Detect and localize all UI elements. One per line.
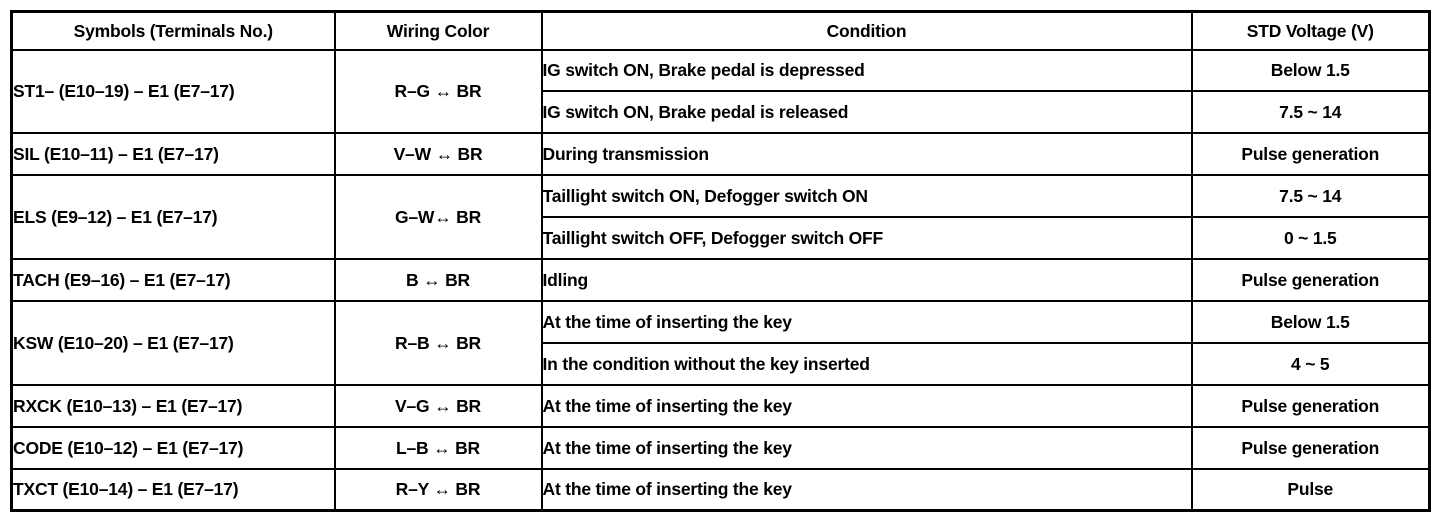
cell-wiring-color: V–W ↔ BR [333, 132, 543, 177]
cell-symbol: KSW (E10–20) – E1 (E7–17) [10, 299, 336, 386]
terminal-voltage-table: Symbols (Terminals No.) Wiring Color Con… [10, 10, 1431, 512]
header-symbols: Symbols (Terminals No.) [10, 10, 336, 51]
cell-symbol: RXCK (E10–13) – E1 (E7–17) [10, 383, 336, 428]
cell-symbol: CODE (E10–12) – E1 (E7–17) [10, 425, 336, 470]
cell-std-voltage: Pulse [1190, 467, 1431, 512]
cell-symbol: TACH (E9–16) – E1 (E7–17) [10, 258, 336, 302]
cell-symbol: ST1– (E10–19) – E1 (E7–17) [10, 48, 336, 135]
header-std-voltage: STD Voltage (V) [1190, 10, 1431, 51]
cell-condition: Taillight switch OFF, Defogger switch OF… [540, 216, 1193, 261]
cell-condition: IG switch ON, Brake pedal is released [540, 90, 1193, 135]
cell-wiring-color: R–B ↔ BR [333, 299, 543, 386]
cell-condition: Taillight switch ON, Defogger switch ON [540, 174, 1193, 219]
cell-condition: At the time of inserting the key [540, 467, 1193, 512]
cell-std-voltage: Below 1.5 [1190, 299, 1431, 344]
cell-wiring-color: R–G ↔ BR [333, 48, 543, 135]
cell-wiring-color: V–G ↔ BR [333, 383, 543, 428]
cell-std-voltage: Pulse generation [1190, 258, 1431, 302]
table-row: Taillight switch OFF, Defogger switch OF… [12, 216, 1431, 261]
cell-condition: At the time of inserting the key [540, 383, 1193, 428]
cell-std-voltage: 7.5 ~ 14 [1190, 90, 1431, 135]
cell-std-voltage: Pulse generation [1190, 425, 1431, 470]
cell-symbol: ELS (E9–12) – E1 (E7–17) [10, 174, 336, 261]
table-row: In the condition without the key inserte… [12, 341, 1431, 386]
table-header: Symbols (Terminals No.) Wiring Color Con… [10, 10, 1431, 51]
cell-wiring-color: B ↔ BR [333, 258, 543, 302]
header-row: Symbols (Terminals No.) Wiring Color Con… [10, 10, 1431, 51]
cell-std-voltage: Pulse generation [1190, 383, 1431, 428]
cell-condition: IG switch ON, Brake pedal is depressed [540, 48, 1193, 93]
cell-std-voltage: 7.5 ~ 14 [1190, 174, 1431, 219]
header-condition: Condition [540, 10, 1193, 51]
cell-std-voltage: Below 1.5 [1190, 48, 1431, 93]
cell-wiring-color: R–Y ↔ BR [333, 467, 543, 512]
header-wiring-color: Wiring Color [333, 10, 543, 51]
cell-wiring-color: L–B ↔ BR [333, 425, 543, 470]
cell-symbol: TXCT (E10–14) – E1 (E7–17) [10, 467, 336, 512]
cell-condition: Idling [540, 258, 1193, 302]
cell-wiring-color: G–W↔ BR [333, 174, 543, 261]
cell-condition: During transmission [540, 132, 1193, 177]
cell-std-voltage: 4 ~ 5 [1190, 341, 1431, 386]
cell-symbol: SIL (E10–11) – E1 (E7–17) [10, 132, 336, 177]
cell-std-voltage: Pulse generation [1190, 132, 1431, 177]
cell-condition: In the condition without the key inserte… [540, 341, 1193, 386]
cell-condition: At the time of inserting the key [540, 425, 1193, 470]
cell-condition: At the time of inserting the key [540, 299, 1193, 344]
cell-std-voltage: 0 ~ 1.5 [1190, 216, 1431, 261]
